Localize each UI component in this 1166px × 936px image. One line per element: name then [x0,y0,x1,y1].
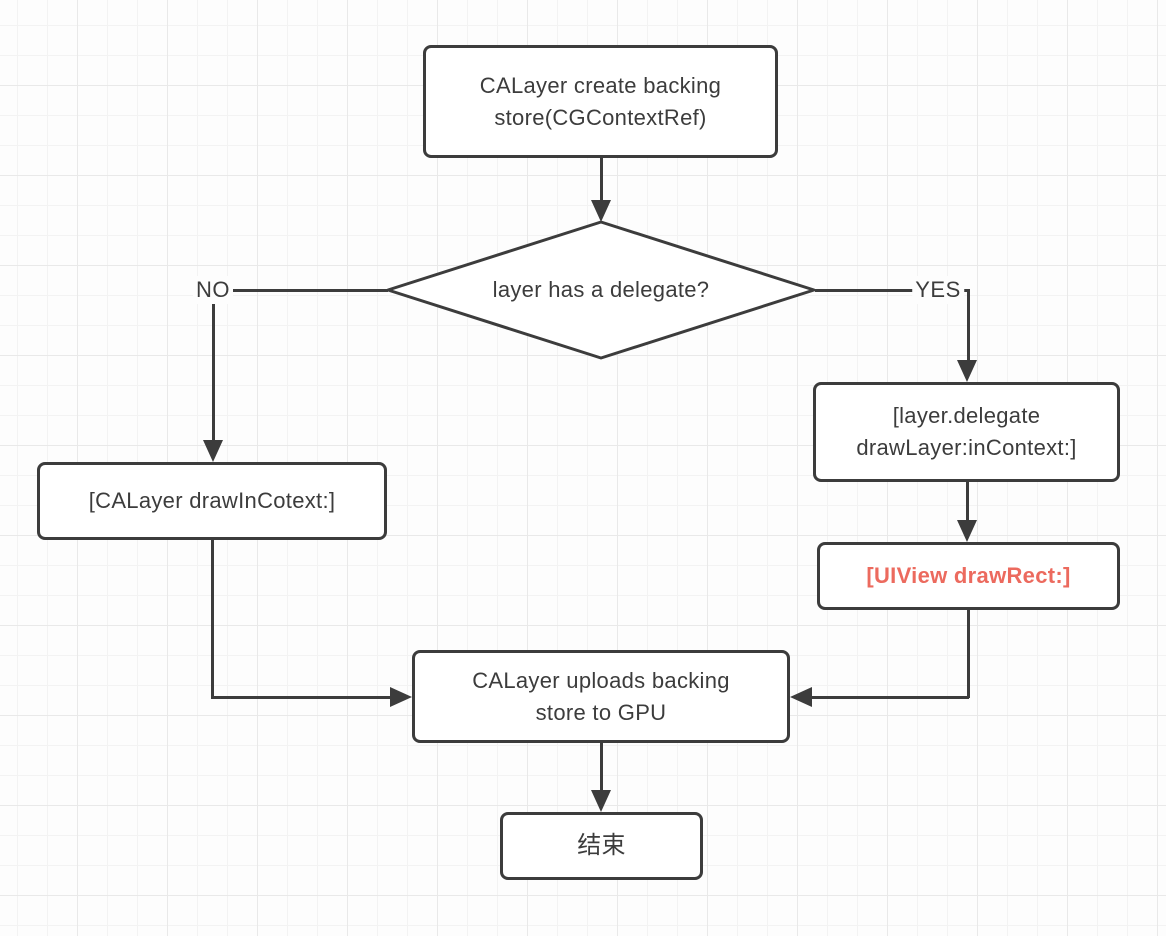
edge-drawrect-to-merge [808,695,969,699]
node-uiview-drawrect: [UIView drawRect:] [817,542,1120,610]
edge-decision-no-horizontal [213,288,388,292]
arrowhead-into-decision [591,200,611,222]
arrowhead-into-end [591,790,611,812]
edge-drawrect-down [966,610,970,698]
arrowhead-into-noresult [203,440,223,462]
node-start-create-backing-store: CALayer create backing store(CGContextRe… [423,45,778,158]
edge-start-to-decision [599,158,603,206]
decision-diamond-shape [386,220,816,360]
node-upload-backing-store-gpu: CALayer uploads backing store to GPU [412,650,790,743]
edge-merge-to-end [599,743,603,794]
edge-delegate-to-drawrect [965,482,969,524]
node-delegate-drawlayer-incontext: [layer.delegate drawLayer:inContext:] [813,382,1120,482]
edge-decision-yes-horizontal [815,288,968,292]
node-calayer-drawincontext: [CALayer drawInCotext:] [37,462,387,540]
edge-yes-vertical [966,288,970,366]
arrowhead-into-merge-right [790,687,812,707]
edge-no-vertical [211,288,215,444]
arrowhead-into-drawrect [957,520,977,542]
edge-noresult-to-merge [210,695,394,699]
node-end: 结束 [500,812,703,880]
arrowhead-into-delegate [957,360,977,382]
arrowhead-into-merge-left [390,687,412,707]
edge-label-no: NO [193,276,233,304]
edge-label-yes: YES [912,276,964,304]
node-decision-has-delegate: layer has a delegate? [492,277,710,302]
edge-noresult-down [210,540,214,698]
